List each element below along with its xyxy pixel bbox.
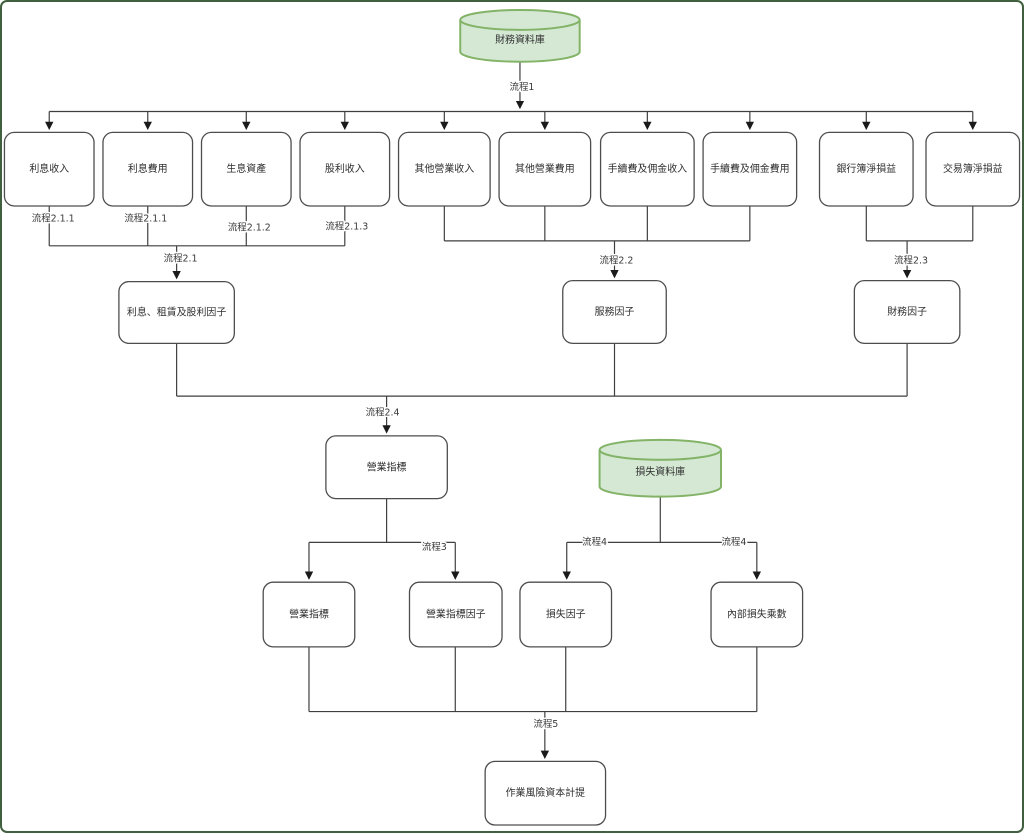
node-label: 其他營業收入 [415, 162, 475, 175]
database-cylinder-top [459, 8, 581, 31]
node-business-indicator-upper: 營業指標 [325, 435, 448, 500]
node-fee-commission-expense: 手續費及佣金費用 [702, 131, 798, 207]
node-label: 損失資料庫 [635, 465, 685, 478]
edge-label: 流程2.1.1 [32, 212, 75, 224]
edge-label: 流程2.1.3 [325, 220, 368, 232]
node-label: 交易簿淨損益 [943, 162, 1003, 175]
node-box [102, 131, 194, 207]
node-other-operating-income: 其他營業收入 [397, 131, 491, 207]
node-box [710, 581, 804, 648]
node-loss-database: 損失資料庫 [598, 438, 722, 498]
node-business-indicator-lower: 營業指標 [262, 581, 356, 648]
node-label: 利息費用 [128, 162, 168, 175]
node-banking-book-net-pl: 銀行簿淨損益 [818, 131, 914, 207]
node-box [853, 280, 961, 344]
edge-label: 流程5 [533, 718, 558, 730]
node-interest-earning-assets: 生息資產 [200, 131, 292, 207]
database-cylinder-body [459, 19, 581, 63]
node-label: 服務因子 [595, 305, 635, 318]
node-label: 財務資料庫 [495, 33, 545, 46]
edge-label: 流程2.1.1 [124, 212, 167, 224]
node-label: 營業指標 [367, 460, 407, 473]
edge-label: 流程1 [510, 81, 535, 93]
node-internal-loss-multiplier: 內部損失乘數 [710, 581, 804, 648]
node-box [118, 281, 235, 344]
node-box [484, 760, 607, 826]
node-box [200, 131, 292, 207]
node-box [498, 131, 592, 207]
node-service-factor: 服務因子 [562, 280, 667, 344]
node-ildc-factor: 利息、租賃及股利因子 [118, 281, 235, 344]
node-box [519, 581, 613, 648]
node-label: 股利收入 [325, 162, 365, 175]
node-trading-book-net-pl: 交易簿淨損益 [925, 131, 1021, 207]
node-box [299, 131, 391, 207]
node-box [925, 131, 1021, 207]
node-label: 手續費及佣金費用 [710, 162, 790, 175]
node-label: 財務因子 [887, 305, 927, 318]
node-box [3, 131, 95, 207]
node-label: 損失因子 [546, 608, 586, 621]
node-label: 內部損失乘數 [727, 608, 787, 621]
node-label: 其他營業費用 [515, 162, 575, 175]
node-financial-factor: 財務因子 [853, 280, 961, 344]
database-cylinder-top [598, 438, 722, 461]
edge-label: 流程2.1.2 [228, 221, 271, 233]
node-label: 營業指標 [289, 608, 329, 621]
edge-label: 流程4 [582, 536, 607, 548]
node-label: 手續費及佣金收入 [608, 162, 688, 175]
edge-label: 流程2.3 [894, 254, 928, 266]
node-label: 利息收入 [29, 162, 69, 175]
edge-label: 流程2.2 [600, 254, 634, 266]
node-box [325, 435, 448, 500]
node-loss-factor: 損失因子 [519, 581, 613, 648]
node-box [702, 131, 798, 207]
node-label: 利息、租賃及股利因子 [127, 306, 226, 319]
node-label: 銀行簿淨損益 [836, 162, 896, 175]
node-dividend-income: 股利收入 [299, 131, 391, 207]
node-financial-database: 財務資料庫 [459, 8, 581, 63]
node-fee-commission-income: 手續費及佣金收入 [599, 131, 695, 207]
edge-label: 流程4 [721, 536, 746, 548]
node-box [599, 131, 695, 207]
node-box [562, 280, 667, 344]
database-cylinder-body [598, 449, 722, 498]
node-box [818, 131, 914, 207]
node-label: 生息資產 [226, 162, 266, 175]
node-box [397, 131, 491, 207]
edge-label: 流程2.4 [366, 407, 400, 419]
node-op-risk-capital-charge: 作業風險資本計提 [484, 760, 607, 826]
node-label: 作業風險資本計提 [506, 786, 586, 799]
edge-label: 流程3 [422, 541, 447, 553]
node-box [262, 581, 356, 648]
node-other-operating-expense: 其他營業費用 [498, 131, 592, 207]
node-interest-expense: 利息費用 [102, 131, 194, 207]
node-business-indicator-factor: 營業指標因子 [408, 581, 503, 648]
node-label: 營業指標因子 [426, 608, 486, 621]
node-interest-income: 利息收入 [3, 131, 95, 207]
node-box [408, 581, 503, 648]
edge-label: 流程2.1 [164, 252, 198, 264]
